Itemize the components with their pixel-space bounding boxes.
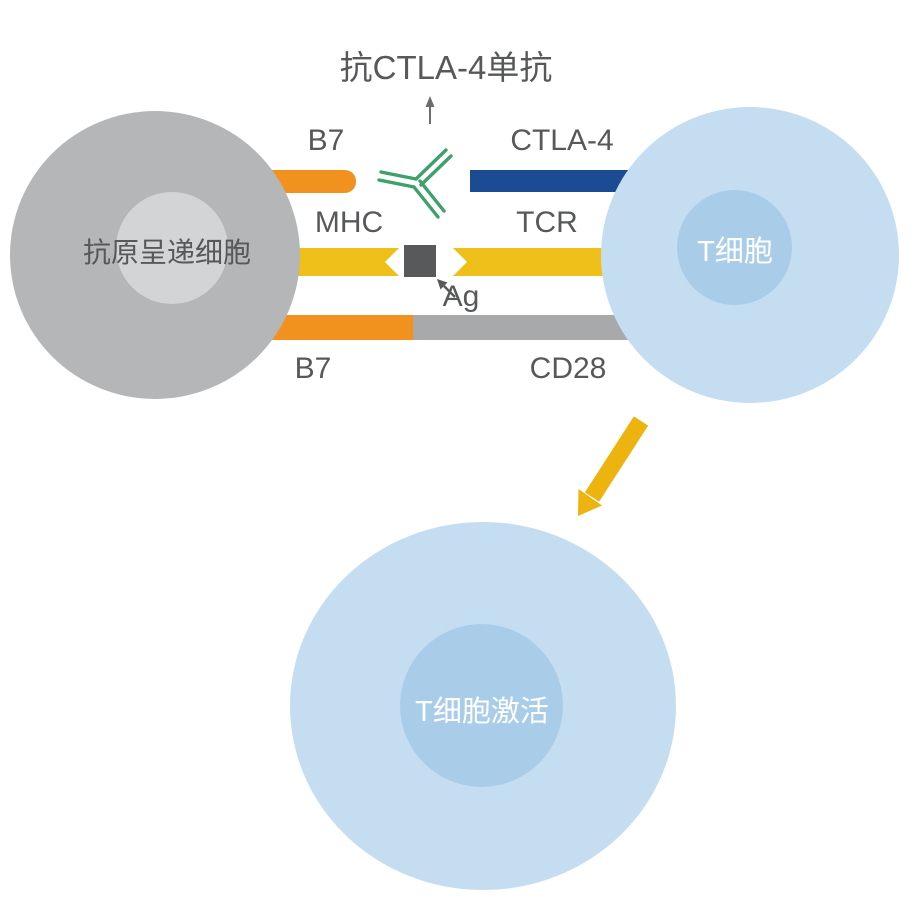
apc-label: 抗原呈递细胞	[82, 237, 252, 268]
ag-antigen-square	[404, 245, 436, 277]
ctla4-bar	[470, 170, 646, 192]
ag-label: Ag	[442, 280, 480, 313]
cd28-bar	[413, 315, 633, 340]
activated-t-cell-label: T细胞激活	[415, 696, 549, 728]
mhc-label: MHC	[314, 206, 384, 239]
activated-t-cell-nucleus	[400, 624, 563, 787]
activation-arrow-icon	[578, 416, 649, 516]
b7-top-label: B7	[307, 124, 345, 157]
cd28-label: CD28	[529, 352, 607, 385]
b7-bottom-label: B7	[294, 352, 332, 385]
apc-nucleus	[116, 192, 228, 304]
ctla4-label: CTLA-4	[510, 124, 614, 157]
antibody-title-label: 抗CTLA-4单抗	[339, 49, 553, 86]
t-cell-nucleus	[677, 190, 792, 305]
up-arrow-icon	[425, 96, 435, 124]
t-cell-label: T细胞	[697, 236, 773, 268]
tcr-label: TCR	[516, 206, 578, 239]
antibody-y-icon	[377, 148, 453, 219]
